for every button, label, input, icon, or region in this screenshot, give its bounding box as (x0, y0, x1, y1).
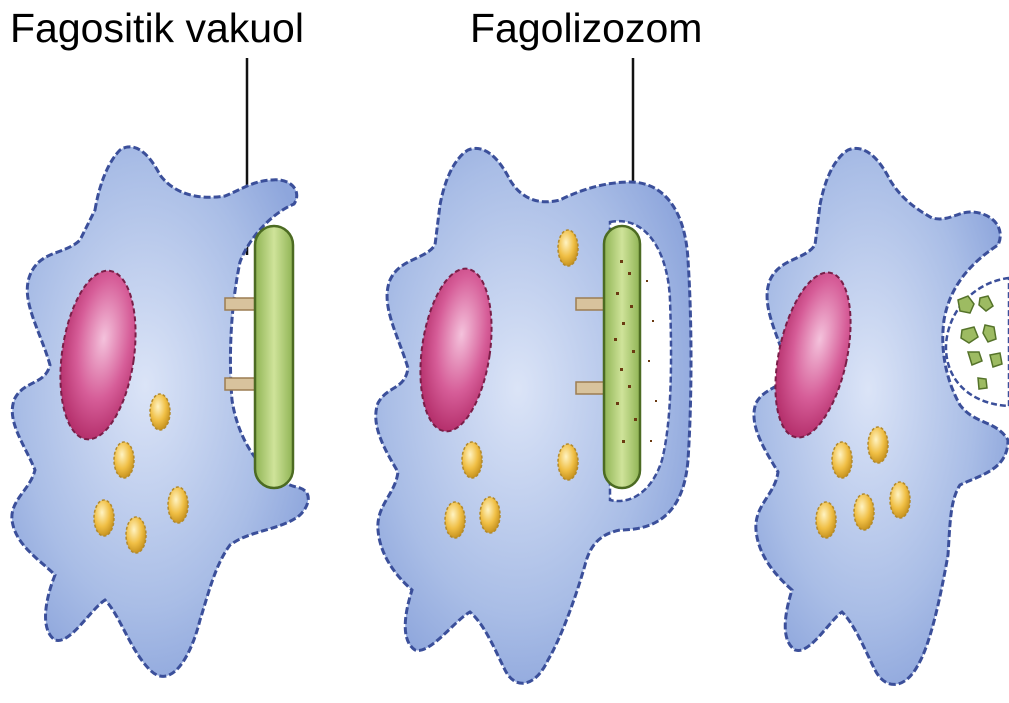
digestive-vacuole (946, 278, 1009, 406)
bacterium (255, 226, 293, 488)
cell-engulfing-icon (12, 147, 308, 677)
cell-digested-icon (754, 148, 1009, 684)
cell-phagolysosome-icon (376, 148, 691, 683)
bacterium (604, 226, 640, 488)
